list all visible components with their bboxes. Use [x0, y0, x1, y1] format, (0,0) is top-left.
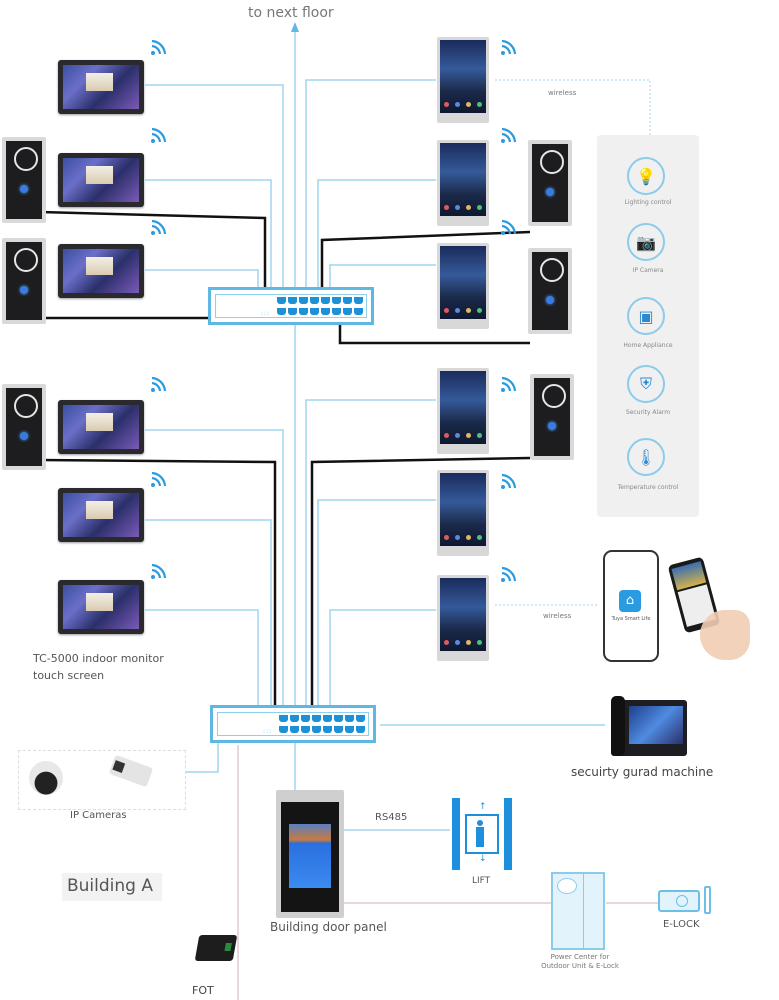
wireless-label-bottom: wireless [543, 612, 572, 620]
fot-label: FOT [192, 984, 214, 997]
indoor-tablet [437, 575, 489, 661]
app-label: Tuya Smart Life [611, 616, 651, 622]
wifi-icon [151, 376, 167, 392]
door-station [2, 137, 46, 223]
caption-line: Power Center for [550, 953, 610, 961]
door-station [2, 238, 46, 324]
smart-home-label: IP Camera [632, 267, 664, 274]
smart-home-label: Home Appliance [623, 342, 673, 349]
door-panel-label: Building door panel [270, 920, 387, 934]
power-center-label: Power Center for Outdoor Unit & E-Lock [540, 953, 620, 971]
wifi-icon [151, 563, 167, 579]
caption-line: Outdoor Unit & E-Lock [541, 962, 619, 970]
door-station [2, 384, 46, 470]
door-station [528, 248, 572, 334]
lift-label: LIFT [472, 876, 491, 886]
smart-home-label: Security Alarm [625, 409, 671, 416]
wifi-icon [151, 39, 167, 55]
indoor-monitor [58, 153, 144, 207]
indoor-monitor [58, 580, 144, 634]
wifi-icon [151, 219, 167, 235]
elock-icon [658, 890, 700, 912]
smart-home-label: Lighting control [624, 199, 672, 206]
rs485-label: RS485 [375, 812, 408, 823]
shield-icon: ⛨ [627, 365, 665, 403]
network-switch-bottom: ::: [210, 705, 376, 743]
elock-label: E-LOCK [663, 919, 700, 930]
thermometer-icon: 🌡 [627, 438, 665, 476]
guard-machine [611, 696, 687, 756]
lift-icon: ↑ ↓ [452, 798, 512, 870]
keypad-screen [289, 824, 331, 888]
camera-icon: 📷 [627, 223, 665, 261]
indoor-tablet [437, 368, 489, 454]
wifi-icon [151, 471, 167, 487]
wireless-label-top: wireless [548, 89, 577, 97]
appliance-icon: ▣ [627, 297, 665, 335]
lightbulb-icon: 💡 [627, 157, 665, 195]
guard-screen [629, 706, 683, 744]
building-label-bg [62, 873, 162, 901]
guard-machine-label: secuirty gurad machine [571, 765, 714, 779]
smart-home-panel: 💡 Lighting control 📷 IP Camera ▣ Home Ap… [597, 135, 699, 517]
home-app-icon: ⌂ [619, 590, 641, 612]
building-label: Building A [67, 876, 153, 896]
dome-camera-icon [29, 761, 63, 795]
door-station [528, 140, 572, 226]
fot-device [194, 935, 238, 961]
handset [611, 696, 625, 756]
wifi-icon [501, 566, 517, 582]
smart-home-label: Temperature control [617, 484, 679, 491]
ip-cameras-group [18, 750, 186, 810]
wifi-icon [151, 127, 167, 143]
wifi-icon [501, 127, 517, 143]
wifi-icon [501, 39, 517, 55]
indoor-monitor [58, 60, 144, 114]
bullet-camera-icon [108, 754, 154, 788]
next-floor-label: to next floor [248, 5, 334, 21]
indoor-tablet [437, 243, 489, 329]
indoor-tablet [437, 470, 489, 556]
wifi-icon [501, 219, 517, 235]
indoor-monitor-caption: TC-5000 indoor monitor touch screen [33, 650, 164, 684]
door-station [530, 374, 574, 460]
ip-cameras-label: IP Cameras [70, 810, 127, 821]
indoor-monitor [58, 488, 144, 542]
indoor-tablet [437, 37, 489, 123]
indoor-tablet [437, 140, 489, 226]
elock-strike [704, 886, 711, 914]
network-switch-top: ::: [208, 287, 374, 325]
caption-line: TC-5000 indoor monitor [33, 652, 164, 665]
wifi-icon [501, 376, 517, 392]
power-center [551, 872, 605, 950]
wifi-icon [501, 473, 517, 489]
building-door-panel [276, 790, 344, 918]
hand [700, 610, 750, 660]
indoor-monitor [58, 400, 144, 454]
caption-line: touch screen [33, 669, 105, 682]
indoor-monitor [58, 244, 144, 298]
smartphone: ⌂ Tuya Smart Life [603, 550, 659, 662]
